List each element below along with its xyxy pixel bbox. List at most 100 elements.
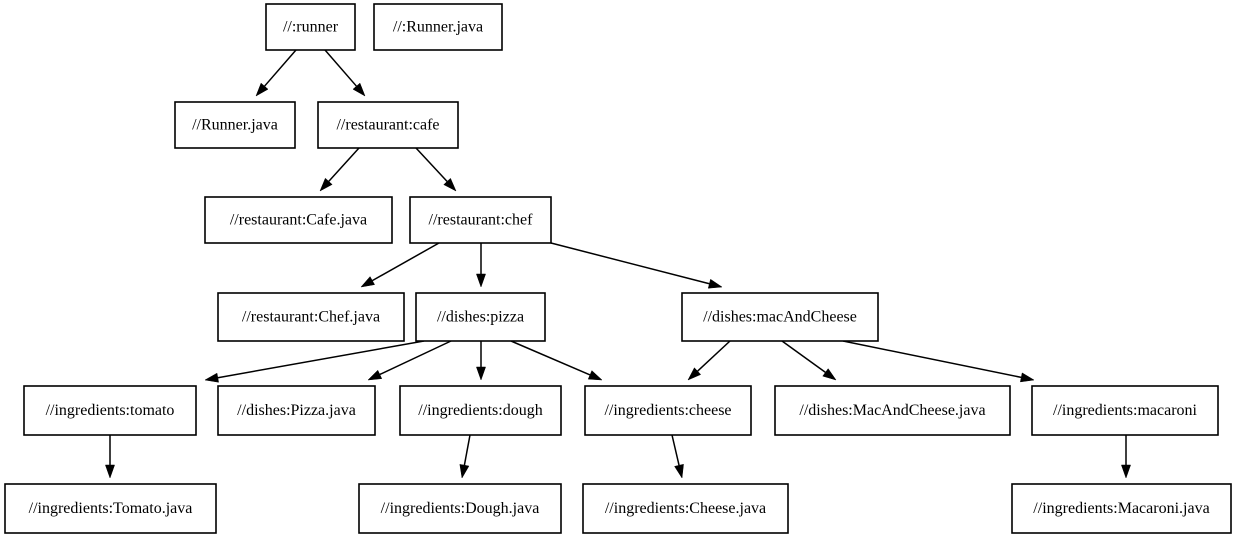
- graph-node-dough_java[interactable]: //ingredients:Dough.java: [358, 483, 562, 534]
- node-label: //ingredients:dough: [418, 402, 542, 419]
- graph-edge: [105, 435, 115, 479]
- graph-edge: [324, 49, 366, 97]
- graph-node-pizza_java[interactable]: //dishes:Pizza.java: [217, 385, 376, 436]
- node-label: //dishes:Pizza.java: [237, 402, 356, 419]
- edges-layer: [105, 49, 1131, 479]
- node-label: //:runner: [283, 19, 339, 36]
- node-box[interactable]: [1031, 385, 1219, 436]
- node-box[interactable]: [415, 292, 546, 342]
- node-box[interactable]: [584, 385, 752, 436]
- edge-line: [415, 147, 448, 182]
- graph-node-ing_cheese[interactable]: //ingredients:cheese: [584, 385, 752, 436]
- edge-arrowhead: [1020, 372, 1035, 383]
- edge-line: [463, 434, 471, 466]
- edge-line: [328, 147, 360, 182]
- node-box[interactable]: [317, 101, 459, 149]
- edge-line: [324, 49, 358, 87]
- edge-line: [371, 242, 440, 282]
- node-box[interactable]: [174, 101, 296, 149]
- node-box[interactable]: [204, 196, 393, 244]
- graph-node-runner_java_root[interactable]: //:Runner.java: [373, 3, 503, 51]
- edge-line: [263, 49, 297, 87]
- node-box[interactable]: [1011, 483, 1232, 534]
- edge-arrowhead: [459, 464, 470, 479]
- edge-arrowhead: [352, 82, 366, 97]
- graph-node-runner[interactable]: //:runner: [265, 3, 356, 51]
- graph-node-macaroni_java[interactable]: //ingredients:Macaroni.java: [1011, 483, 1232, 534]
- node-label: //dishes:macAndCheese: [703, 309, 857, 326]
- node-box[interactable]: [358, 483, 562, 534]
- edge-line: [671, 434, 680, 466]
- edge-arrowhead: [443, 177, 457, 192]
- edge-line: [697, 340, 731, 372]
- graph-edge: [671, 434, 684, 479]
- node-box[interactable]: [265, 3, 356, 51]
- graph-node-ing_dough[interactable]: //ingredients:dough: [399, 385, 562, 436]
- edge-line: [842, 340, 1022, 379]
- node-box[interactable]: [4, 483, 217, 534]
- graph-node-runner_java[interactable]: //Runner.java: [174, 101, 296, 149]
- node-box[interactable]: [409, 196, 552, 244]
- edge-arrowhead: [105, 464, 115, 479]
- edge-line: [379, 340, 452, 376]
- graph-edge: [687, 340, 731, 381]
- edge-arrowhead: [360, 276, 375, 288]
- node-label: //ingredients:macaroni: [1053, 402, 1198, 419]
- graph-edge: [476, 341, 486, 381]
- node-label: //restaurant:Cafe.java: [230, 212, 367, 229]
- node-label: //restaurant:cafe: [336, 117, 439, 134]
- graph-node-ing_macaroni[interactable]: //ingredients:macaroni: [1031, 385, 1219, 436]
- node-box[interactable]: [217, 385, 376, 436]
- node-label: //Runner.java: [192, 117, 278, 134]
- edge-arrowhead: [707, 278, 723, 289]
- edge-arrowhead: [1121, 464, 1131, 479]
- node-label: //ingredients:Cheese.java: [605, 500, 766, 517]
- node-box[interactable]: [774, 385, 1011, 436]
- nodes-layer: //:runner //:Runner.java //Runner.java //re…: [4, 3, 1232, 534]
- node-label: //restaurant:chef: [429, 212, 534, 229]
- graph-node-restaurant_chef[interactable]: //restaurant:chef: [409, 196, 552, 244]
- node-box[interactable]: [217, 292, 405, 342]
- graph-edge: [255, 49, 297, 97]
- graph-edge: [781, 340, 837, 381]
- edge-arrowhead: [674, 463, 684, 479]
- edge-arrowhead: [255, 82, 269, 97]
- edge-arrowhead: [319, 177, 333, 192]
- node-box[interactable]: [373, 3, 503, 51]
- edge-line: [510, 340, 591, 376]
- edge-arrowhead: [476, 273, 486, 288]
- node-box[interactable]: [399, 385, 562, 436]
- graph-node-dishes_mac[interactable]: //dishes:macAndCheese: [681, 292, 879, 342]
- node-label: //ingredients:cheese: [604, 402, 731, 419]
- graph-edge: [510, 340, 603, 381]
- node-label: //restaurant:Chef.java: [242, 309, 380, 326]
- node-box[interactable]: [582, 483, 789, 534]
- edge-line: [550, 242, 710, 285]
- edge-arrowhead: [367, 369, 383, 381]
- graph-node-ing_tomato[interactable]: //ingredients:tomato: [23, 385, 197, 436]
- node-box[interactable]: [681, 292, 879, 342]
- graph-node-tomato_java[interactable]: //ingredients:Tomato.java: [4, 483, 217, 534]
- graph-edge: [476, 243, 486, 288]
- graph-node-cafe_java[interactable]: //restaurant:Cafe.java: [204, 196, 393, 244]
- graph-edge: [319, 147, 360, 192]
- node-label: //:Runner.java: [393, 19, 483, 36]
- node-box[interactable]: [23, 385, 197, 436]
- node-label: //ingredients:Macaroni.java: [1033, 500, 1209, 517]
- edge-line: [781, 340, 826, 373]
- graph-node-chef_java[interactable]: //restaurant:Chef.java: [217, 292, 405, 342]
- graph-node-mac_java[interactable]: //dishes:MacAndCheese.java: [774, 385, 1011, 436]
- edge-arrowhead: [204, 372, 219, 383]
- graph-edge: [204, 340, 425, 383]
- graph-edge: [360, 242, 440, 288]
- edge-arrowhead: [822, 368, 837, 381]
- graph-node-restaurant_cafe[interactable]: //restaurant:cafe: [317, 101, 459, 149]
- edge-arrowhead: [476, 366, 486, 381]
- graph-node-cheese_java[interactable]: //ingredients:Cheese.java: [582, 483, 789, 534]
- edge-arrowhead: [687, 367, 702, 381]
- node-label: //ingredients:Tomato.java: [29, 500, 193, 517]
- graph-edge: [367, 340, 452, 381]
- graph-node-dishes_pizza[interactable]: //dishes:pizza: [415, 292, 546, 342]
